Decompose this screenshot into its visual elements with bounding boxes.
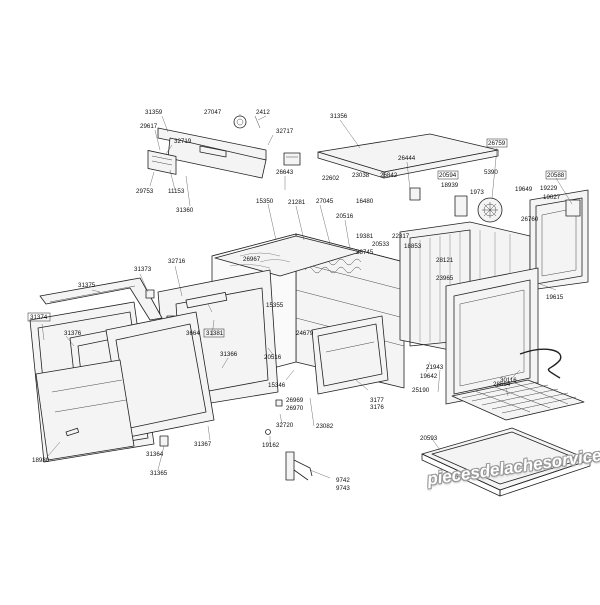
part-label: 24679	[296, 330, 314, 337]
door-handle	[39, 277, 163, 321]
part-label: 31376	[64, 330, 82, 337]
part-label: 31356	[330, 113, 348, 120]
part-label: 26970	[286, 405, 304, 412]
inner-door-frame	[445, 267, 539, 405]
part-label: 19381	[356, 233, 374, 240]
part-label: 31367	[194, 441, 212, 448]
part-label: 15355	[266, 302, 284, 309]
part-label: 26969	[286, 397, 304, 404]
part-label: 18853	[404, 243, 422, 250]
part-label: 26760	[521, 216, 539, 223]
wire-rack	[451, 379, 585, 421]
part-label: 16480	[356, 198, 374, 205]
boxed-label-frames	[27, 138, 567, 338]
part-label: 19027	[543, 194, 561, 201]
part-label: 3177	[370, 397, 384, 404]
part-label: 15350	[256, 198, 274, 205]
part-label: 20588	[547, 172, 565, 179]
control-panel-bracket	[147, 115, 301, 179]
part-label: 21281	[288, 199, 306, 206]
part-label: 20516	[264, 354, 282, 361]
part-label: 23038	[352, 172, 370, 179]
part-label: 31381	[206, 330, 224, 337]
part-label: 32717	[276, 128, 294, 135]
part-label: 20594	[439, 172, 457, 179]
part-label: 11153	[168, 188, 185, 195]
fan-motor	[409, 187, 503, 223]
part-label: 31375	[78, 282, 96, 289]
part-label: 31360	[176, 207, 194, 214]
part-label: 20516	[336, 213, 354, 220]
part-label: 19642	[420, 373, 438, 380]
part-label: 21943	[426, 364, 444, 371]
part-label: 9743	[336, 485, 350, 492]
hinge-assembly	[265, 399, 313, 481]
part-label: 31373	[134, 266, 152, 273]
insulation-plate	[214, 235, 361, 277]
part-label: 19649	[515, 186, 533, 193]
part-label: 29753	[136, 188, 154, 195]
part-label: 22317	[392, 233, 410, 240]
part-label: 28121	[436, 257, 454, 264]
part-label: 18939	[441, 182, 459, 189]
part-label: 27047	[204, 109, 222, 116]
part-label: 18980	[32, 457, 50, 464]
part-label: 23082	[316, 423, 334, 430]
back-panel	[529, 189, 589, 291]
part-label: 31374	[30, 314, 48, 321]
part-label: 26643	[276, 169, 294, 176]
part-label: 19615	[546, 294, 564, 301]
part-label: 3176	[370, 404, 384, 411]
part-label: 9742	[336, 477, 350, 484]
part-label: 28664	[493, 381, 511, 388]
part-label: 27045	[316, 198, 334, 205]
part-label: 26967	[243, 256, 261, 263]
part-label: 32719	[174, 138, 192, 145]
part-label: 19229	[540, 185, 558, 192]
part-labels: 31359 27047 2412 29617 32717 32719 29753…	[30, 109, 565, 492]
part-label: 26842	[380, 172, 398, 179]
part-label: 26759	[488, 140, 506, 147]
part-label: 3664	[186, 330, 200, 337]
part-label: 23965	[436, 275, 454, 282]
part-label: 15346	[268, 382, 286, 389]
part-label: 31364	[146, 451, 164, 458]
part-label: 22602	[322, 175, 340, 182]
part-label: 29617	[140, 123, 158, 130]
part-label: 32716	[168, 258, 186, 265]
part-label: 31365	[150, 470, 168, 477]
part-label: 19162	[262, 442, 280, 449]
part-label: 28745	[356, 249, 374, 256]
part-label: 25190	[412, 387, 430, 394]
part-label: 31366	[220, 351, 238, 358]
outer-door-glass	[29, 301, 215, 463]
side-panel-door	[311, 315, 389, 395]
top-cover	[317, 133, 499, 179]
part-label: 31359	[145, 109, 163, 116]
part-label: 2412	[256, 109, 270, 116]
leader-lines	[41, 114, 573, 479]
part-label: 20533	[372, 241, 390, 248]
baking-tray	[421, 427, 591, 497]
part-label: 5390	[484, 169, 498, 176]
power-cable	[519, 348, 562, 379]
part-label: 30116	[500, 377, 517, 384]
part-label: 32720	[276, 422, 294, 429]
part-label: 26444	[398, 155, 416, 162]
part-label: 20593	[420, 435, 438, 442]
part-label: 1973	[470, 189, 484, 196]
